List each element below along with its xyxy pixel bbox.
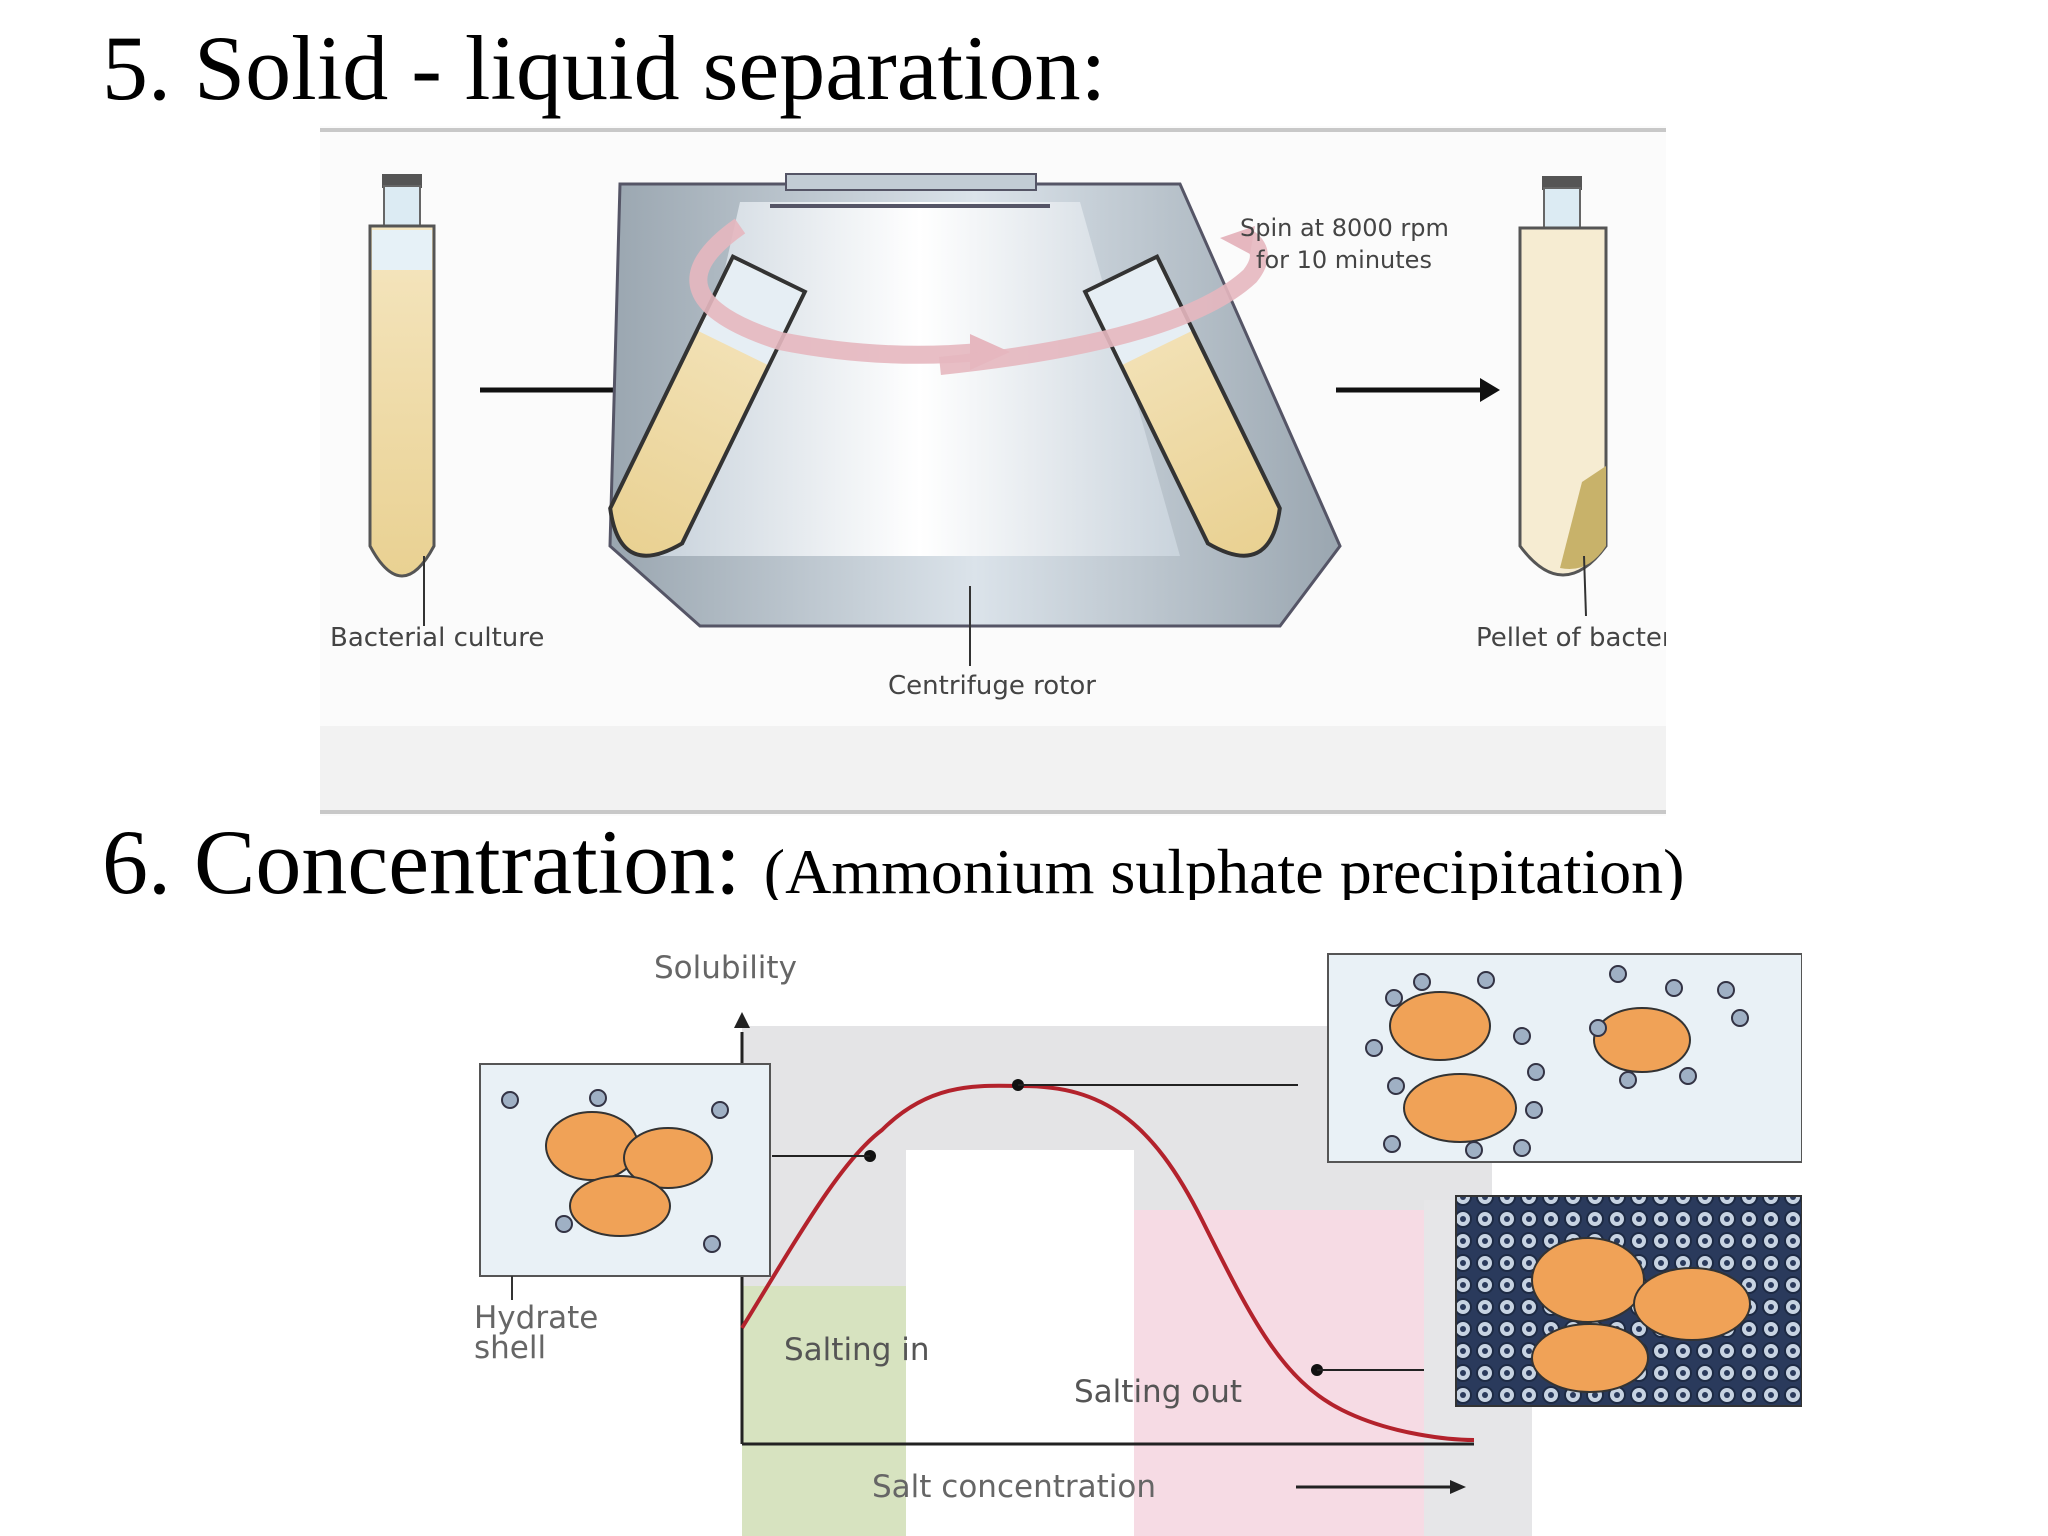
solubility-diagram: Solubility Salt concentration Salting in… xyxy=(462,900,1802,1536)
salting-out-band xyxy=(1134,1210,1424,1536)
section-5-title: 5. Solid - liquid separation: xyxy=(102,17,1107,119)
pellet-label: Pellet of bacteria xyxy=(1476,623,1666,653)
arrow-right-icon xyxy=(1336,378,1500,402)
salting-in-label: Salting in xyxy=(784,1332,930,1368)
spin-label-line1: Spin at 8000 rpm xyxy=(1240,214,1449,242)
centrifuge-diagram: Bacterial culture Spin at 8000 rpm for 1… xyxy=(320,126,1666,816)
rotation-arrow-icon xyxy=(689,218,1268,375)
spin-label-line2: for 10 minutes xyxy=(1256,246,1432,274)
pellet-tube xyxy=(1518,176,1608,617)
section-6-subtitle: (Ammonium sulphate precipitation) xyxy=(763,836,1685,907)
culture-label: Bacterial culture xyxy=(330,623,544,653)
salting-out-label: Salting out xyxy=(1074,1374,1242,1410)
bacterial-culture-tube xyxy=(368,174,436,626)
hydrate-label-line2: shell xyxy=(474,1330,546,1366)
y-axis-label: Solubility xyxy=(654,950,797,986)
centrifuge-rotor xyxy=(608,173,1342,666)
x-axis-label: Salt concentration xyxy=(872,1469,1156,1505)
rotor-label: Centrifuge rotor xyxy=(888,671,1096,701)
solubility-curve xyxy=(740,1083,1475,1442)
dissolved-proteins-inset xyxy=(1327,953,1802,1163)
hydrate-label-line1: Hydrate xyxy=(474,1300,598,1336)
section-6-main: 6. Concentration: xyxy=(102,811,741,913)
aggregated-proteins-inset xyxy=(1455,1195,1802,1407)
hydrate-shell-inset xyxy=(479,1063,771,1300)
section-6-title: 6. Concentration: (Ammonium sulphate pre… xyxy=(102,812,1684,922)
salting-in-band xyxy=(742,1286,906,1536)
